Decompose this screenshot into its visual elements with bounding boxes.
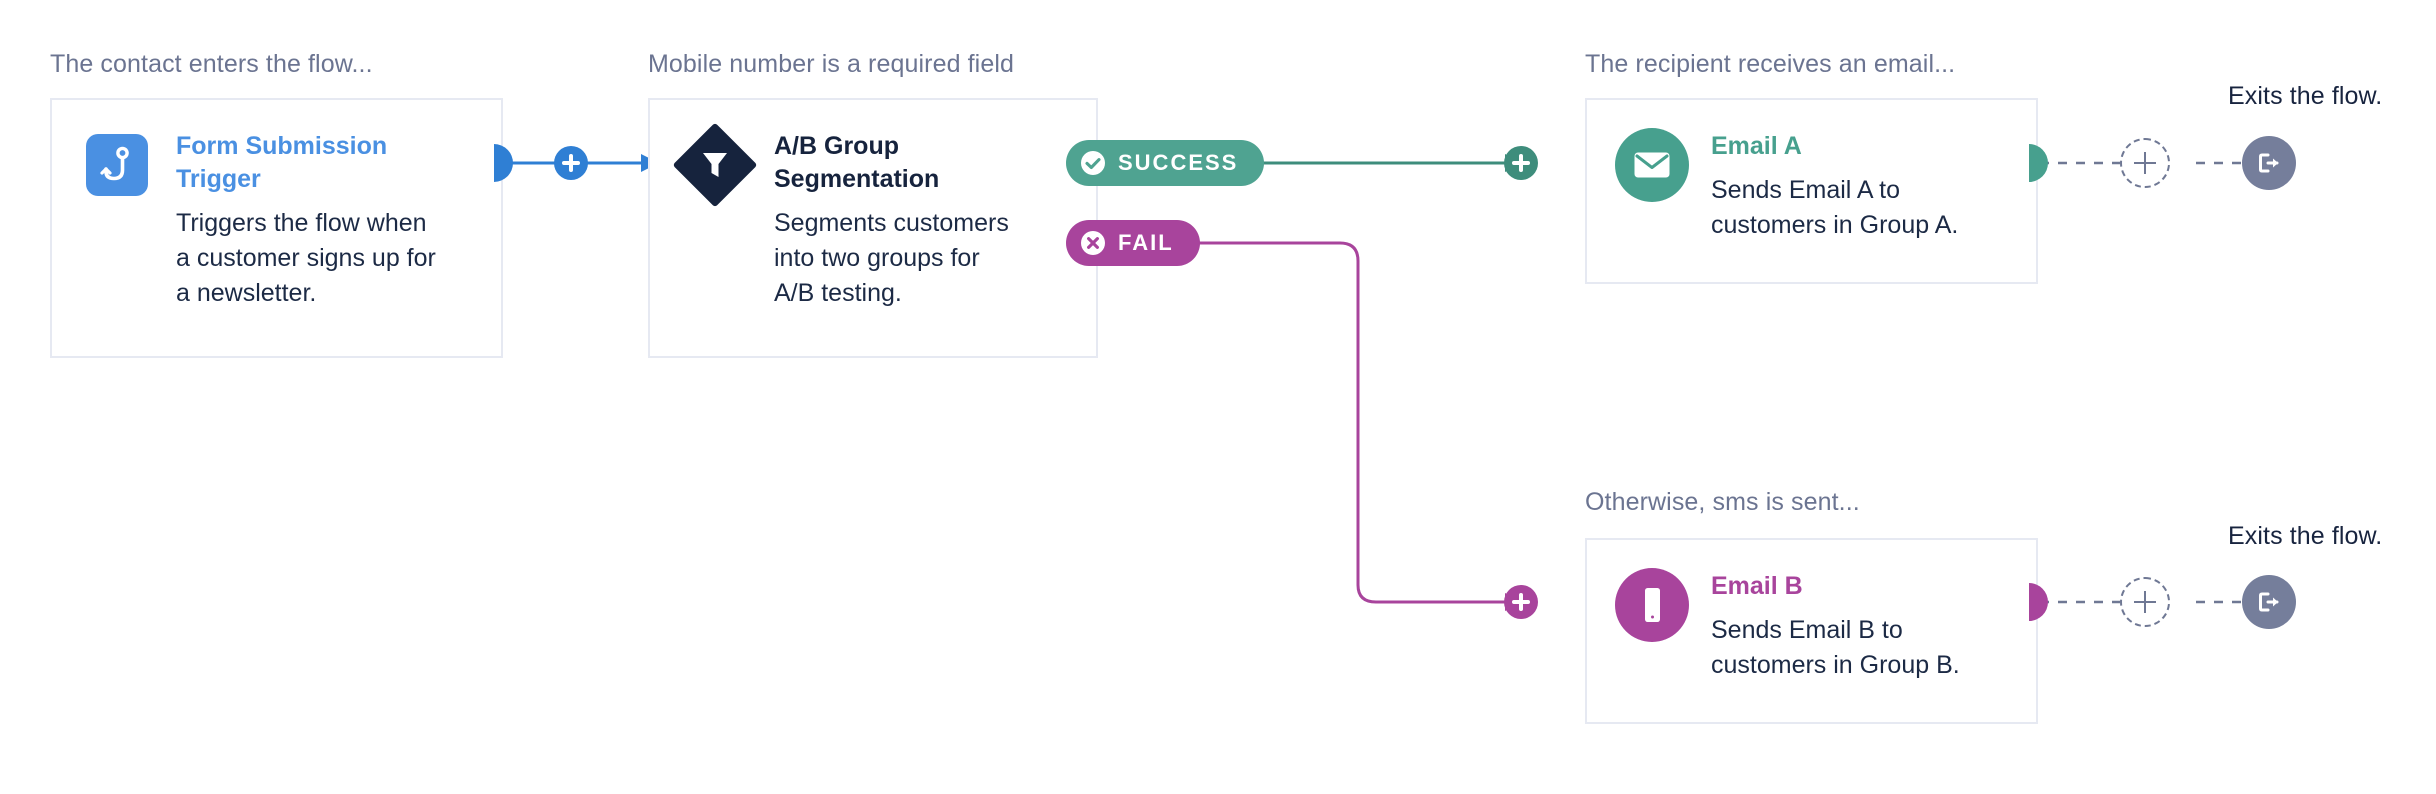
branch-badge-fail[interactable]: FAIL — [1066, 220, 1200, 266]
node-description-email-a: Sends Email A to customers in Group A. — [1711, 176, 1959, 239]
node-title-segmentation: A/B Group Segmentation — [774, 132, 940, 193]
node-title-email-a: Email A — [1711, 132, 1802, 160]
exit-flow-button-b[interactable] — [2242, 575, 2296, 629]
caption-email-b: Otherwise, sms is sent... — [1585, 488, 1860, 516]
caption-email-a: The recipient receives an email... — [1585, 50, 1956, 78]
branch-badge-success[interactable]: SUCCESS — [1066, 140, 1265, 186]
node-body-email-a: Email A Sends Email A to customers in Gr… — [1711, 128, 1966, 243]
add-step-button-fail-branch[interactable] — [1504, 585, 1538, 619]
caption-exit-a: Exits the flow. — [2228, 82, 2383, 110]
node-card-email-b[interactable]: Email B Sends Email B to customers in Gr… — [1585, 538, 2038, 724]
node-description-segmentation: Segments customers into two groups for A… — [774, 209, 1009, 307]
node-body-segmentation: A/B Group Segmentation Segments customer… — [774, 128, 1014, 311]
node-title-trigger: Form Submission Trigger — [176, 132, 388, 193]
add-step-button-after-trigger[interactable] — [554, 146, 588, 180]
caption-trigger: The contact enters the flow... — [50, 50, 373, 78]
output-port-email-b[interactable] — [2029, 583, 2048, 621]
node-icon-wrap-email-b — [1615, 568, 1689, 642]
funnel-filter-icon — [672, 122, 758, 208]
node-description-email-b: Sends Email B to customers in Group B. — [1711, 616, 1960, 679]
node-card-form-submission-trigger[interactable]: Form Submission Trigger Triggers the flo… — [50, 98, 503, 358]
node-body-trigger: Form Submission Trigger Triggers the flo… — [176, 128, 438, 311]
branch-label-fail: FAIL — [1118, 230, 1174, 255]
fishing-hook-icon — [86, 134, 148, 196]
caption-exit-b: Exits the flow. — [2228, 522, 2383, 550]
node-title-email-b: Email B — [1711, 572, 1803, 600]
node-card-email-a[interactable]: Email A Sends Email A to customers in Gr… — [1585, 98, 2038, 284]
node-card-ab-group-segmentation[interactable]: A/B Group Segmentation Segments customer… — [648, 98, 1098, 358]
exit-flow-button-a[interactable] — [2242, 136, 2296, 190]
exit-flow-icon — [2259, 592, 2279, 612]
envelope-icon — [1615, 128, 1689, 202]
caption-segmentation: Mobile number is a required field — [648, 50, 1014, 78]
x-circle-icon — [1080, 230, 1106, 256]
node-icon-wrap-trigger — [80, 128, 154, 202]
node-icon-wrap-email-a — [1615, 128, 1689, 202]
node-description-trigger: Triggers the flow when a customer signs … — [176, 209, 436, 307]
output-port-email-a[interactable] — [2029, 144, 2048, 182]
mobile-phone-icon — [1615, 568, 1689, 642]
add-step-placeholder-email-b[interactable] — [2120, 577, 2170, 627]
node-icon-wrap-segmentation — [672, 122, 758, 208]
add-step-button-success-branch[interactable] — [1504, 146, 1538, 180]
check-circle-icon — [1080, 150, 1106, 176]
branch-label-success: SUCCESS — [1118, 150, 1239, 175]
node-body-email-b: Email B Sends Email B to customers in Gr… — [1711, 568, 1966, 683]
exit-flow-icon — [2259, 153, 2279, 173]
output-port-trigger[interactable] — [494, 144, 513, 182]
add-step-placeholder-email-a[interactable] — [2120, 138, 2170, 188]
